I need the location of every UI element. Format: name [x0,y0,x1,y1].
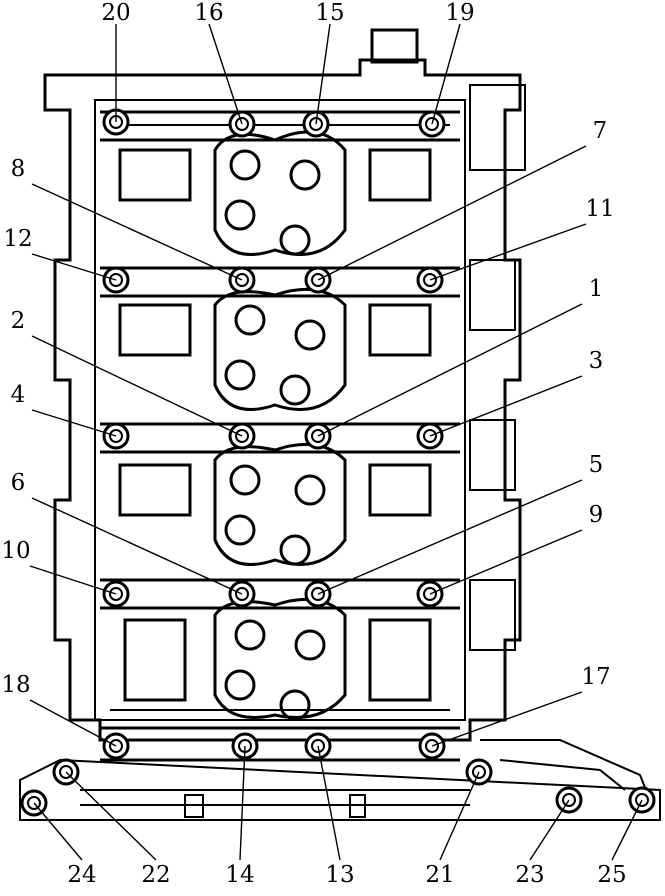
leader-24 [33,802,83,861]
callout-label-3: 3 [589,348,604,374]
callout-label-25: 25 [597,862,626,888]
engine-outline [19,28,661,821]
leader-7 [317,145,587,281]
leader-17 [431,691,583,747]
callout-label-21: 21 [425,862,454,888]
callout-label-17: 17 [581,664,610,690]
callout-label-7: 7 [593,118,608,144]
leader-13 [317,745,341,861]
leader-5 [317,479,583,595]
bolt-head-3 [423,429,437,443]
callout-label-19: 19 [445,0,474,26]
callout-label-1: 1 [589,276,604,302]
bolt-head-10 [109,587,123,601]
bolt-head-5 [311,587,325,601]
bolt-head-15 [309,117,323,131]
callout-label-10: 10 [1,538,30,564]
bolt-head-24 [27,796,41,810]
leader-10 [29,565,117,595]
bolt-head-13 [311,739,325,753]
callout-label-14: 14 [225,862,254,888]
callout-leaders [29,23,643,861]
callout-label-5: 5 [589,452,604,478]
callout-label-18: 18 [1,672,30,698]
bolt-head-6 [235,587,249,601]
leader-11 [429,223,587,281]
bolt-head-12 [109,273,123,287]
leader-14 [239,745,246,861]
leader-15 [315,23,331,125]
leader-8 [31,183,243,281]
bolt-head-19 [425,117,439,131]
leader-21 [439,771,480,861]
leader-18 [29,699,117,747]
bolt-head-2 [235,429,249,443]
bolt-head-1 [311,429,325,443]
leader-3 [429,375,583,437]
bolt-head-18 [109,739,123,753]
bolt-head-22 [59,765,73,779]
callout-label-4: 4 [11,382,26,408]
bolt-head-11 [423,273,437,287]
callout-label-20: 20 [101,0,130,26]
callout-label-24: 24 [67,862,96,888]
bolt-head-8 [235,273,249,287]
bolt-head-16 [235,117,249,131]
bolt-head-7 [311,273,325,287]
bolt-head-4 [109,429,123,443]
leader-16 [208,23,243,125]
callout-label-2: 2 [11,308,26,334]
callout-label-13: 13 [325,862,354,888]
bolt-head-9 [423,587,437,601]
leader-12 [31,253,117,281]
leader-9 [429,529,583,595]
bolt-head-17 [425,739,439,753]
callout-label-22: 22 [141,862,170,888]
leader-23 [529,799,570,861]
callout-label-12: 12 [3,226,32,252]
callout-label-16: 16 [194,0,223,26]
leader-1 [317,303,583,437]
leader-22 [65,771,157,861]
bolt-head-23 [562,793,576,807]
callout-label-8: 8 [11,156,26,182]
leader-19 [431,23,461,125]
callout-label-15: 15 [315,0,344,26]
leader-6 [31,497,243,595]
bolt-head-25 [635,793,649,807]
callout-label-11: 11 [585,196,614,222]
callout-label-23: 23 [515,862,544,888]
callout-label-6: 6 [11,470,26,496]
leader-25 [611,799,643,861]
callout-label-9: 9 [589,502,604,528]
leader-4 [31,409,117,437]
bolt-head-21 [472,765,486,779]
leader-2 [31,335,243,437]
